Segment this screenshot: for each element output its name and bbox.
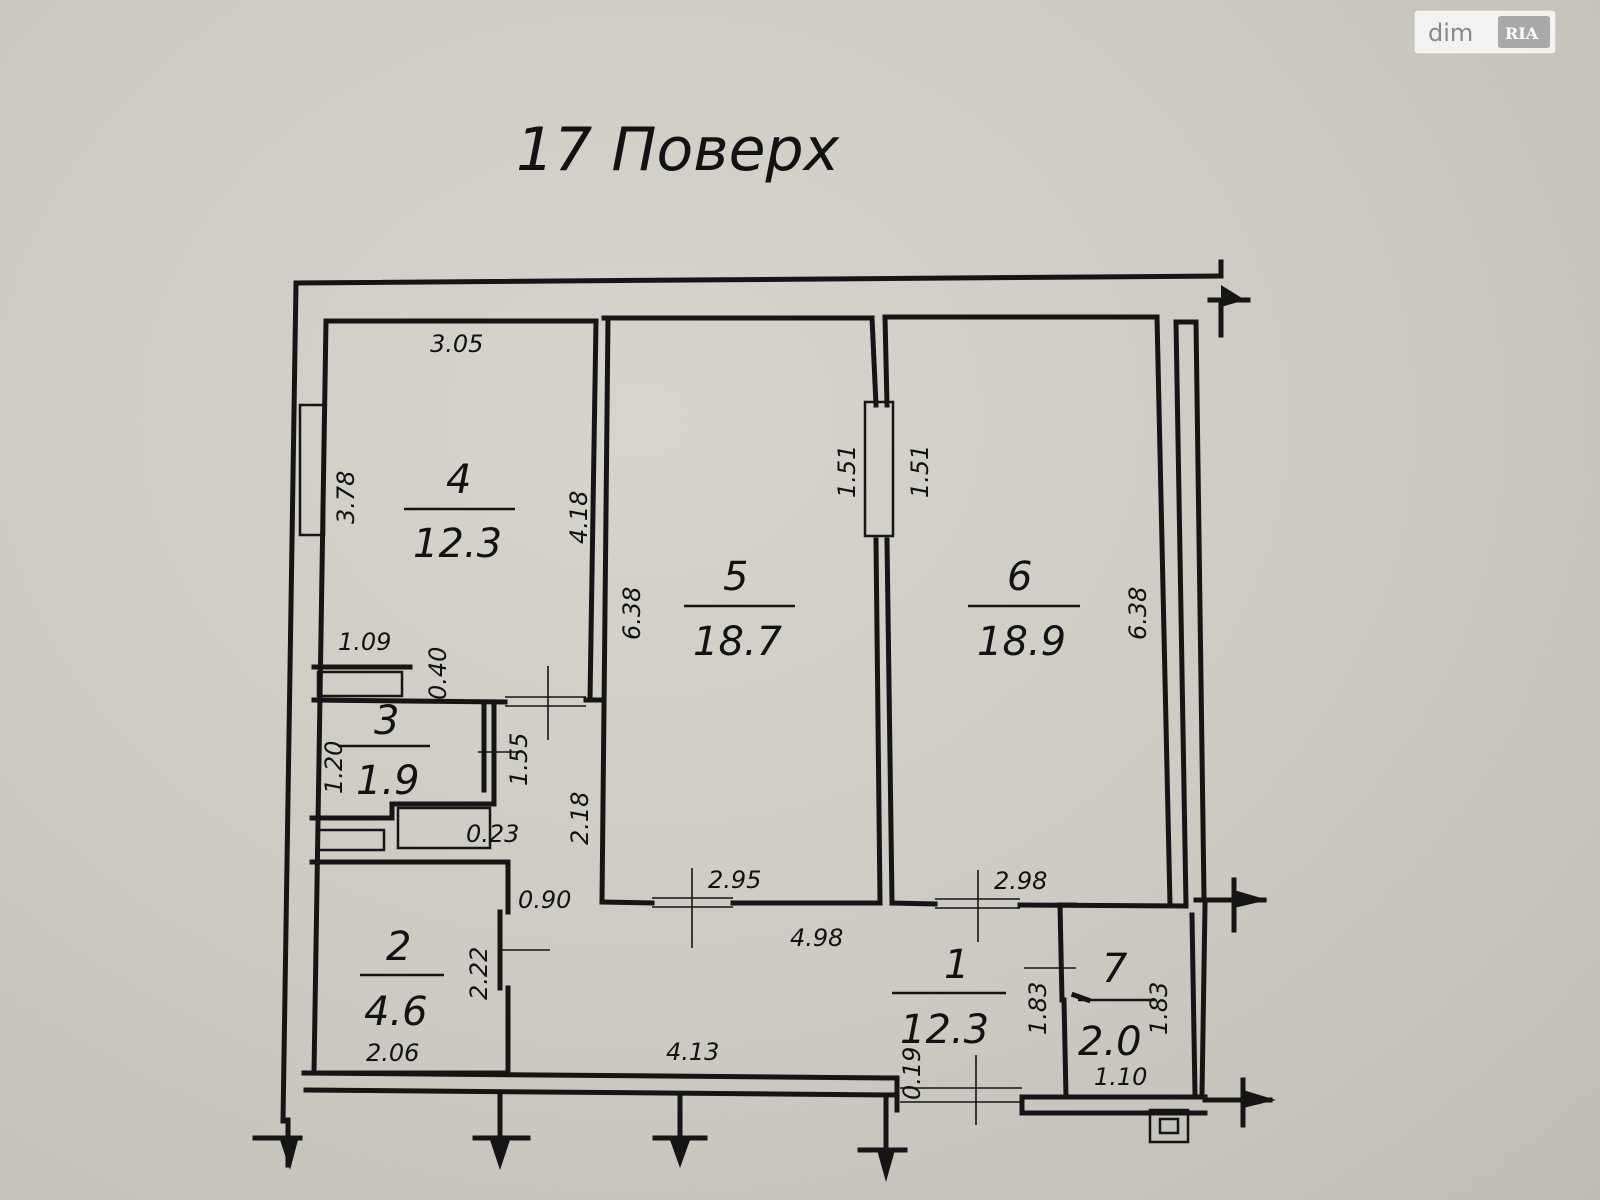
watermark-badge: RIA (1505, 24, 1539, 43)
room-5-label: 5 18.7 (684, 554, 795, 665)
dim-hall-length: 4.98 (790, 924, 843, 952)
dimension-labels: 3.05 3.78 4.18 1.51 1.51 6.38 6.38 1.09 … (320, 330, 1173, 1100)
dim-room3-side: 1.55 (505, 733, 533, 786)
watermark-logo: dim RIA (1413, 9, 1557, 55)
dim-room6-bottom: 2.98 (994, 867, 1047, 895)
room-6-label: 6 18.9 (968, 554, 1080, 665)
room-number: 3 (374, 698, 399, 744)
room-4-label: 4 12.3 (404, 457, 515, 567)
dim-hall-bottom: 4.13 (666, 1038, 719, 1066)
axis-breaks (252, 259, 1276, 1182)
dim-room3-height: 1.20 (320, 741, 348, 794)
dim-room4-left: 3.78 (332, 471, 360, 524)
room-1-label: 1 12.3 (892, 942, 1006, 1053)
dim-room7-width: 1.10 (1094, 1063, 1147, 1091)
dim-window-left: 1.51 (833, 445, 861, 498)
dim-closet-width: 1.09 (338, 628, 391, 656)
dim-room6-right: 6.38 (1124, 587, 1152, 640)
window-center (863, 400, 895, 538)
room-number: 1 (944, 942, 969, 988)
dim-room7-right: 1.83 (1145, 982, 1173, 1035)
room-area: 1.9 (356, 758, 420, 804)
interior-walls (309, 314, 1189, 1113)
room-number: 7 (1102, 946, 1128, 992)
dim-room4-right: 4.18 (565, 491, 593, 544)
room-number: 2 (386, 924, 411, 970)
dim-room7-left: 1.83 (1024, 982, 1052, 1035)
watermark-text: dim (1428, 19, 1473, 47)
room-area: 18.7 (693, 619, 783, 665)
room-area: 18.9 (977, 619, 1066, 665)
room-area: 12.3 (413, 521, 502, 567)
vent-shaft (1148, 1108, 1190, 1144)
dim-door-gap: 0.90 (518, 886, 571, 914)
dim-window-right: 1.51 (906, 445, 934, 498)
dim-hall-upper: 2.18 (566, 792, 594, 845)
dim-room2-height: 2.22 (465, 947, 493, 1000)
page-title: 17 Поверх (516, 115, 840, 185)
dim-room2-width: 2.06 (366, 1039, 419, 1067)
room-number: 6 (1007, 554, 1032, 600)
door-openings (478, 666, 1076, 1125)
room-7-label: 7 2.0 (1078, 946, 1155, 1065)
dim-room4-width: 3.05 (430, 330, 483, 358)
room-area: 2.0 (1078, 1019, 1142, 1065)
room-area: 12.3 (900, 1007, 989, 1053)
dim-room5-left: 6.38 (618, 587, 646, 640)
dim-closet-depth: 0.40 (424, 647, 452, 700)
room-2-label: 2 4.6 (360, 924, 444, 1035)
window-left (298, 403, 326, 537)
dim-room5-bottom: 2.95 (708, 866, 761, 894)
dim-entry-depth: 0.19 (898, 1047, 926, 1100)
dim-niche: 0.23 (466, 820, 519, 848)
room-number: 4 (446, 457, 471, 503)
room-3-label: 3 1.9 (338, 698, 430, 804)
room-area: 4.6 (364, 989, 428, 1035)
room-number: 5 (723, 554, 748, 600)
